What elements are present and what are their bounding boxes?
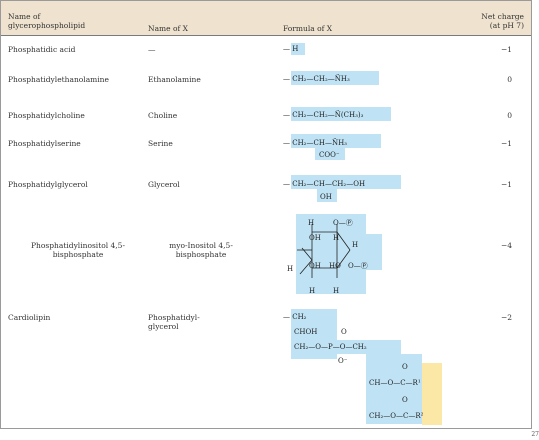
highlight xyxy=(291,43,305,55)
cl-o-top: O xyxy=(341,328,347,336)
row-x-name: Choline xyxy=(148,111,178,120)
formula-ps-top: — CH₂—CH—N̈H₃ xyxy=(283,139,347,147)
highlight xyxy=(291,134,381,148)
cl-o-minus: O⁻ xyxy=(338,357,348,365)
pip-oh1: OH xyxy=(309,234,321,242)
row-x-name: Phosphatidyl-glycerol xyxy=(148,313,200,331)
highlight xyxy=(350,234,382,270)
row-name: Phosphatidic acid xyxy=(8,45,76,54)
highlight xyxy=(315,148,345,160)
cl-ester2: CH₂—O—C—R² xyxy=(369,412,424,420)
formula-pa: — H xyxy=(283,45,299,53)
highlight xyxy=(291,340,401,354)
pip-h5: H xyxy=(309,287,316,295)
cl-o-carbonyl1: O xyxy=(402,363,408,371)
row-name: Phosphatidylethanolamine xyxy=(8,75,109,84)
header-name-of-x: Name of X xyxy=(148,24,188,33)
cl-phosphate-line: CH₂—O—P—O—CH₂ xyxy=(294,343,367,351)
formula-ps-bottom: COO⁻ xyxy=(319,151,340,159)
pip-oh2: OH xyxy=(309,262,321,270)
row-charge: −2 xyxy=(500,313,512,322)
pip-h4: H xyxy=(287,265,294,273)
row-name: Phosphatidylglycerol xyxy=(8,180,88,189)
formula-pe: — CH₂—CH₂—N̈H₃ xyxy=(283,75,350,83)
row-name: Phosphatidylserine xyxy=(8,139,81,148)
header-net-charge: Net charge (at pH 7) xyxy=(481,12,524,30)
row-charge: −1 xyxy=(500,139,512,148)
highlight xyxy=(291,107,391,121)
pip-h1: H xyxy=(308,219,315,227)
row-charge: 0 xyxy=(507,75,512,84)
row-charge: −4 xyxy=(500,241,512,250)
pip-o-p1: O—Ⓟ xyxy=(333,219,353,227)
row-x-name: Ethanolamine xyxy=(148,75,201,84)
pip-o-p2: O—Ⓟ xyxy=(348,262,368,270)
page-number: 27 xyxy=(531,431,539,438)
highlight xyxy=(291,71,379,85)
header-formula-of-x: Formula of X xyxy=(283,24,333,33)
highlight xyxy=(291,175,401,189)
row-charge: −1 xyxy=(500,180,512,189)
formula-pg-top: — CH₂—CH—CH₂—OH xyxy=(283,180,366,188)
highlight xyxy=(317,189,337,202)
highlight-acyl xyxy=(422,363,442,425)
row-charge: −1 xyxy=(500,45,512,54)
pip-ho: HO xyxy=(329,262,341,270)
row-name: Phosphatidylinositol 4,5-bisphosphate xyxy=(31,241,125,259)
table-frame xyxy=(0,0,532,429)
cl-ch2-top: — CH₂ xyxy=(283,313,307,321)
cl-o-carbonyl2: O xyxy=(402,396,408,404)
row-name: Cardiolipin xyxy=(8,313,51,322)
pip-h2: H xyxy=(333,234,340,242)
row-x-name: Glycerol xyxy=(148,180,180,189)
cl-chohx: CHOH xyxy=(294,328,318,336)
header-name-of-glycerophospholipid: Name of glycerophospholipid xyxy=(8,12,86,30)
row-name: Phosphatidylcholine xyxy=(8,111,85,120)
row-x-name: Serine xyxy=(148,139,173,148)
row-charge: 0 xyxy=(507,111,512,120)
pip-h6: H xyxy=(333,287,340,295)
highlight xyxy=(366,354,422,424)
row-x-name: myo-Inositol 4,5-bisphosphate xyxy=(169,241,233,259)
cl-ester1: CH—O—C—R¹ xyxy=(369,379,421,387)
inositol-ring xyxy=(297,224,351,278)
formula-pc: — CH₂—CH₂—N̈(CH₃)₃ xyxy=(283,111,364,119)
row-x-name: — xyxy=(148,45,156,54)
table-header xyxy=(1,1,531,36)
formula-pg-bottom: OH xyxy=(320,193,332,201)
pip-h3: H xyxy=(352,241,359,249)
